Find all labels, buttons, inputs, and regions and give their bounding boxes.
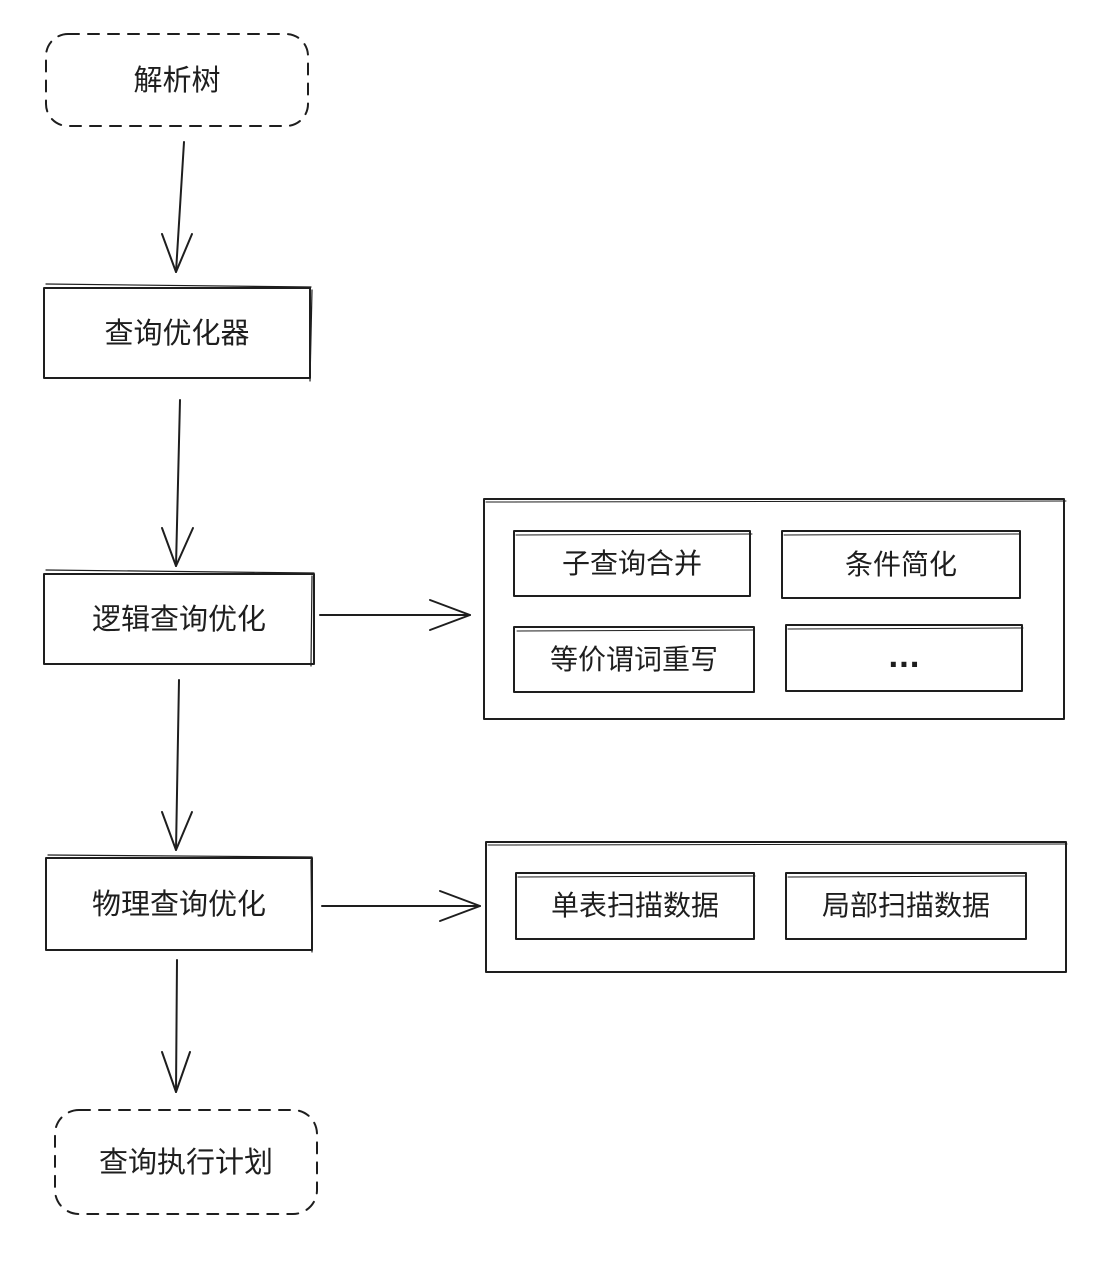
logical-group-container: [483, 498, 1067, 720]
arrow-physical-to-group: [321, 890, 481, 922]
logical-item-label: 等价谓词重写: [549, 642, 718, 676]
arrow-optimizer-to-logical: [161, 399, 194, 567]
logical-item-label: 条件简化: [844, 547, 957, 581]
optimizer-node: [43, 283, 313, 382]
parse-tree-label: 解析树: [133, 62, 221, 97]
exec-plan-node: [54, 1109, 318, 1215]
logical-item-box-1: [513, 530, 753, 597]
logical-item-box-2: [781, 530, 1021, 599]
arrow-physical-to-plan: [161, 959, 191, 1093]
logical-item-label: 子查询合并: [561, 546, 702, 580]
logical-item-box-4: [785, 624, 1024, 692]
physical-opt-label: 物理查询优化: [91, 886, 266, 921]
optimizer-label: 查询优化器: [104, 315, 250, 350]
physical-item-box-2: [785, 872, 1027, 940]
physical-item-box-1: [515, 872, 756, 940]
logical-opt-node: [43, 569, 315, 667]
logical-opt-label: 逻辑查询优化: [91, 601, 266, 636]
exec-plan-label: 查询执行计划: [98, 1144, 273, 1179]
arrow-logical-to-group: [319, 599, 471, 631]
physical-group-container: [485, 841, 1068, 973]
physical-opt-node: [45, 854, 313, 953]
logical-item-box-3: [513, 626, 755, 693]
parse-tree-node: [45, 33, 309, 127]
arrow-logical-to-physical: [161, 679, 193, 851]
physical-item-label: 单表扫描数据: [550, 889, 719, 922]
arrow-parse-to-optimizer: [161, 141, 193, 273]
logical-item-label: ...: [888, 641, 920, 674]
physical-item-label: 局部扫描数据: [821, 889, 990, 922]
